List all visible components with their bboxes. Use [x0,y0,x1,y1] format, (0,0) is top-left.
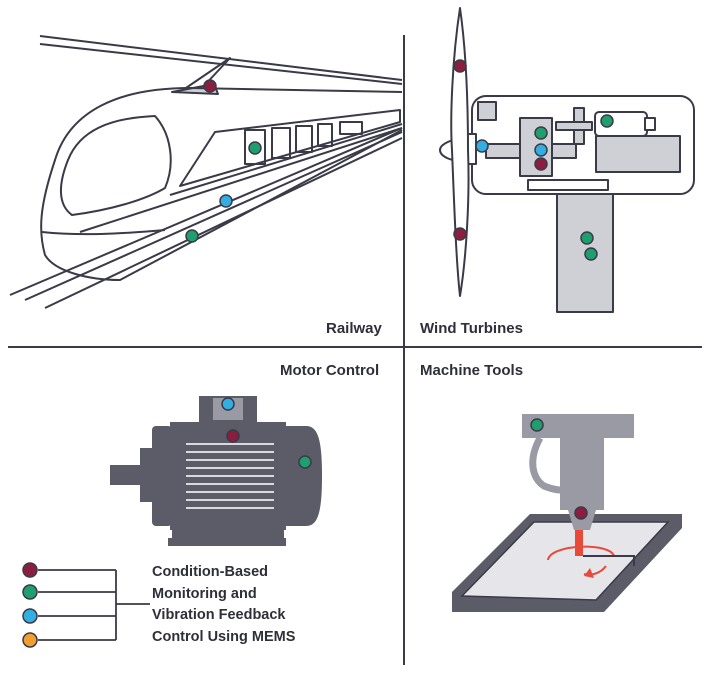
sensor-dot-maroon [574,506,588,520]
sensor-dot-green [298,455,312,469]
legend-dot-maroon [22,562,38,578]
label-machine-tools: Machine Tools [420,362,524,379]
label-wind-turbines: Wind Turbines [420,320,523,337]
legend-line: Condition-Based [152,564,268,580]
wind-turbine-illustration [439,7,695,313]
legend-line: Monitoring and [152,585,257,602]
legend-dot-green [22,584,38,600]
legend-text: Condition-Based Monitoring and Vibration… [152,562,295,648]
train-illustration [9,35,403,309]
motor-illustration [110,396,322,546]
sensor-dot-green [600,114,614,128]
sensor-dot-blue [221,397,235,411]
sensor-dot-blue [475,139,489,153]
label-railway: Railway [326,320,382,337]
label-motor-control: Motor Control [280,362,380,379]
legend-dot-orange [22,632,38,648]
legend-dot-blue [22,608,38,624]
sensor-dot-maroon [453,227,467,241]
sensor-dot-blue [534,143,548,157]
sensor-dot-green [534,126,548,140]
sensor-dot-maroon [534,157,548,171]
legend-line: Vibration Feedback [152,607,286,623]
sensor-dot-maroon [203,79,217,93]
sensor-dot-green [185,229,199,243]
sensor-dot-maroon [453,59,467,73]
sensor-dot-green [580,231,594,245]
legend-line: Control Using MEMS [152,628,296,645]
legend-bracket [38,569,150,641]
machine-tool-illustration [452,414,682,612]
sensor-dot-green [530,418,544,432]
sensor-dot-green [248,141,262,155]
sensor-dot-blue [219,194,233,208]
sensor-dot-maroon [226,429,240,443]
sensor-dot-green [584,247,598,261]
